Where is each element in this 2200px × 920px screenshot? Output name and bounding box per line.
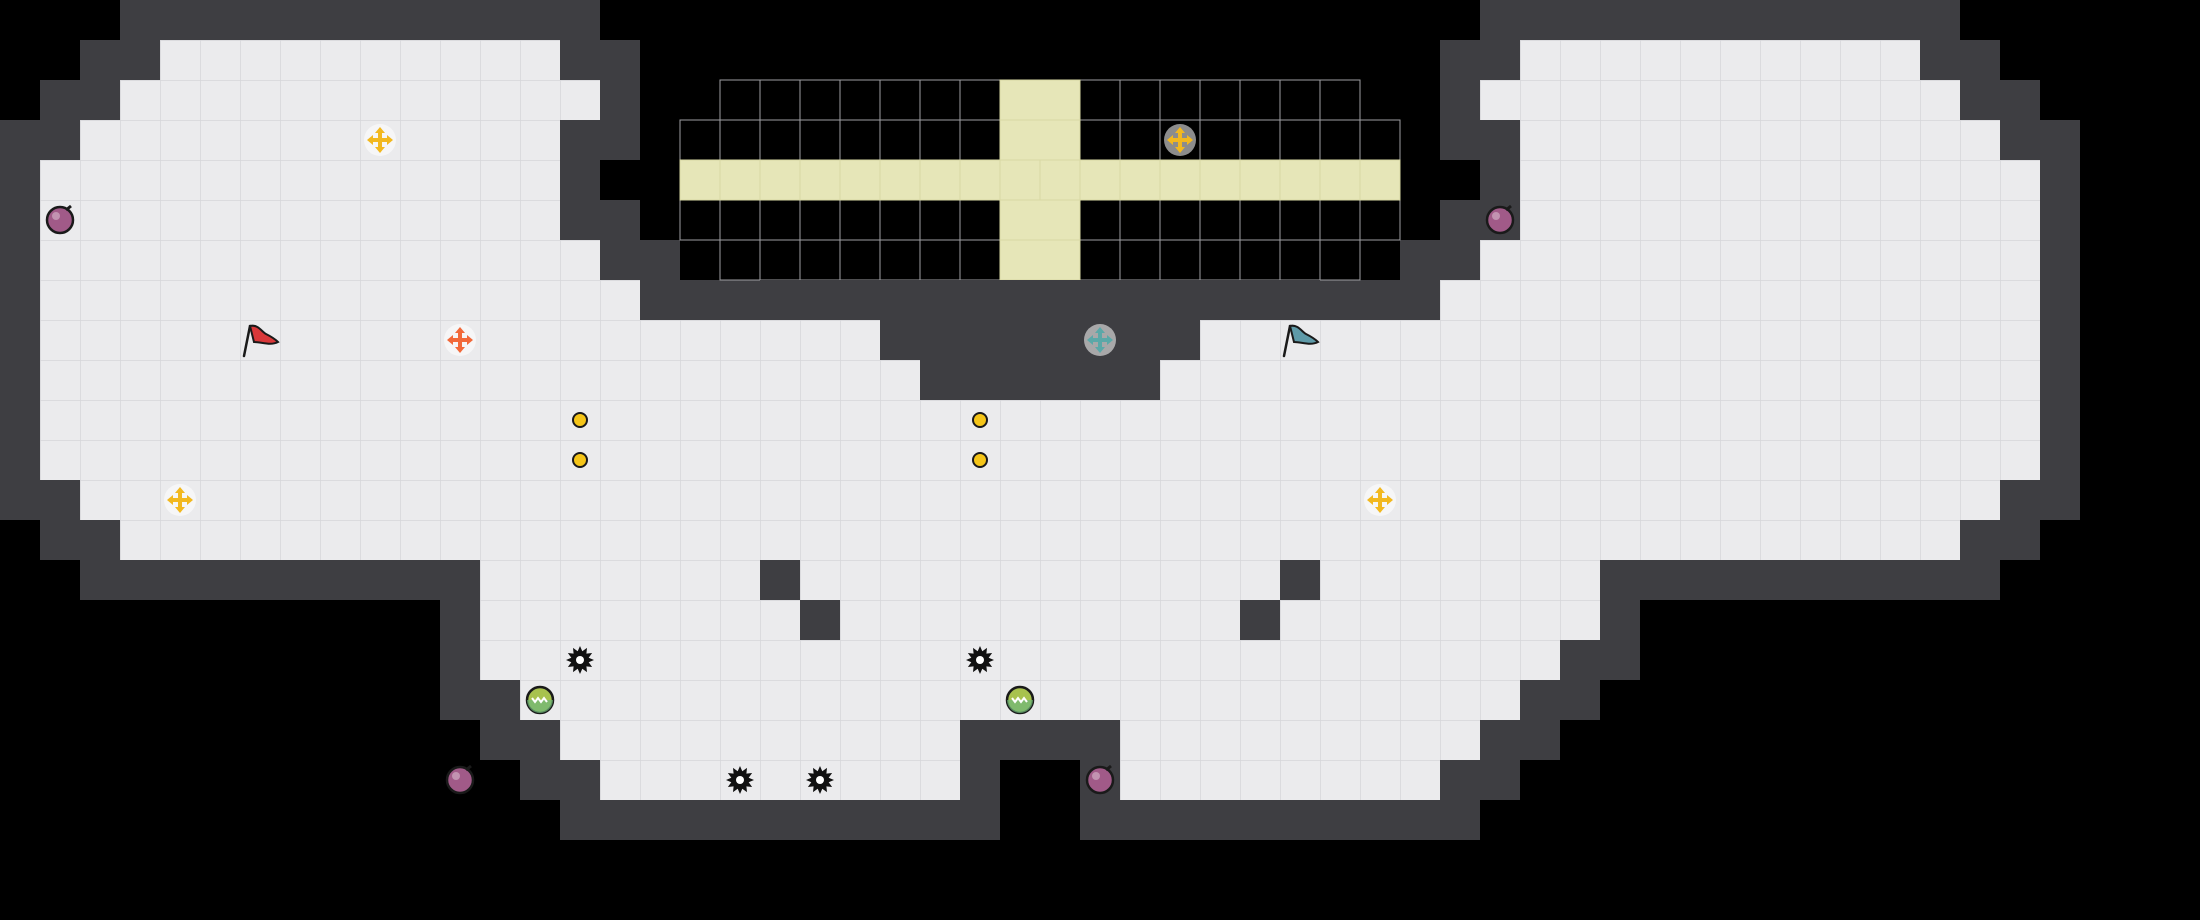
purple-bomb-icon	[1485, 204, 1515, 235]
gold-coin-icon	[572, 412, 588, 428]
gold-coin-icon	[572, 452, 588, 468]
gold-coin-icon	[972, 452, 988, 468]
mesh-grate-area	[679, 79, 1401, 281]
item-layer	[45, 124, 1515, 795]
mesh-grate-tile	[1080, 80, 1360, 120]
green-shield-orb-icon	[1005, 685, 1035, 715]
yellow-cross-spawn-icon	[364, 124, 396, 156]
mesh-grate-tile	[720, 240, 1000, 280]
teal-cross-spawn-icon	[1084, 324, 1116, 356]
floor-layer	[40, 40, 2040, 800]
green-shield-orb-icon	[525, 685, 555, 715]
spike-mine-icon	[726, 766, 754, 794]
purple-bomb-icon	[445, 764, 475, 795]
red-team-flag-icon	[242, 324, 280, 358]
inner-wall-block	[1000, 360, 1080, 400]
gold-coin-icon	[972, 412, 988, 428]
inner-wall-block	[760, 560, 800, 600]
inner-wall-block	[760, 280, 1320, 320]
blue-team-flag-icon	[1282, 324, 1320, 358]
spike-mine-icon	[806, 766, 834, 794]
inner-wall-block	[1280, 560, 1320, 600]
purple-bomb-icon	[45, 204, 75, 235]
spike-mine-icon	[966, 646, 994, 674]
mesh-grate-tile	[720, 80, 1000, 120]
mesh-grate-tile	[1080, 240, 1360, 280]
orange-cross-spawn-icon	[444, 324, 476, 356]
yellow-cross-spawn-icon	[1164, 124, 1196, 156]
inner-wall-block	[1240, 600, 1280, 640]
purple-bomb-icon	[1085, 764, 1115, 795]
inner-wall-block	[1000, 720, 1040, 760]
yellow-cross-spawn-icon	[1364, 484, 1396, 516]
spike-mine-icon	[566, 646, 594, 674]
inner-wall-block	[800, 600, 840, 640]
yellow-cross-spawn-icon	[164, 484, 196, 516]
